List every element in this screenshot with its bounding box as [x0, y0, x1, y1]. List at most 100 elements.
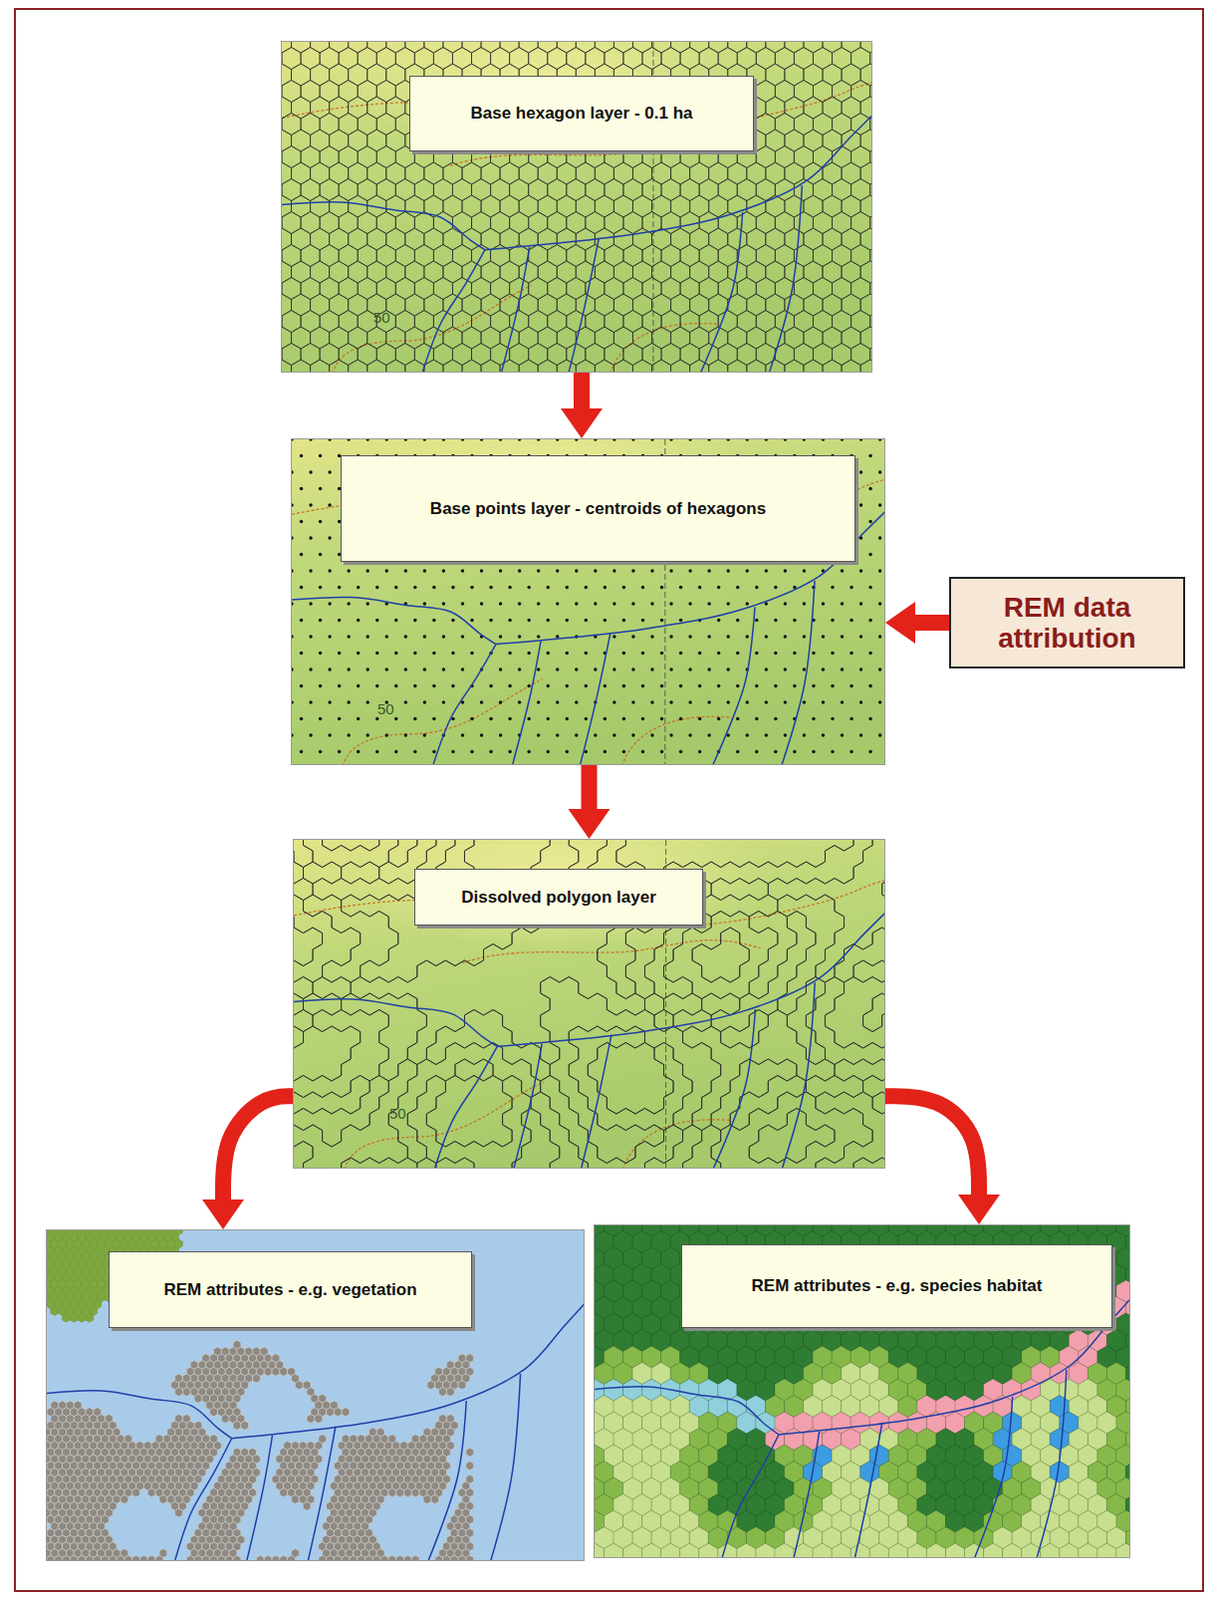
- centroid-point: [650, 634, 654, 638]
- hexagon: [357, 212, 377, 235]
- polygon-edge: [397, 933, 399, 945]
- polygon-edge: [331, 861, 342, 868]
- stream: [567, 238, 600, 372]
- hexagon: [338, 212, 358, 235]
- polygon-edge: [616, 861, 627, 868]
- centroid-point: [574, 667, 578, 671]
- hexagon: [357, 179, 377, 202]
- polygon-edge: [397, 839, 399, 846]
- hexagon: [623, 179, 643, 202]
- polygon-edge: [312, 911, 323, 918]
- hexagon: [851, 47, 871, 70]
- polygon-edge: [360, 845, 371, 852]
- hexagon: [575, 41, 595, 53]
- centroid-point: [660, 749, 664, 753]
- centroid-point: [413, 585, 417, 589]
- centroid-point: [432, 651, 436, 655]
- hexagon: [499, 41, 519, 53]
- polygon-edge: [786, 861, 797, 868]
- hexagon: [319, 179, 339, 202]
- hexagon: [462, 293, 482, 316]
- hexagon: [300, 80, 320, 103]
- centroid-point: [299, 552, 303, 556]
- hexagon: [832, 179, 852, 202]
- polygon-edge: [786, 927, 797, 934]
- hexagon: [803, 63, 823, 86]
- centroid-point: [868, 487, 872, 490]
- hexagon: [310, 41, 330, 53]
- polygon-edge: [805, 861, 816, 868]
- centroid-point: [480, 601, 484, 605]
- centroid-point: [423, 634, 427, 638]
- polygon-edge: [417, 960, 428, 967]
- polygon-edge: [378, 867, 380, 879]
- polygon-edge: [673, 861, 684, 868]
- polygon-edge: [388, 927, 399, 934]
- centroid-point: [717, 717, 721, 721]
- hexagon: [832, 80, 852, 103]
- contour-line: [462, 940, 760, 964]
- centroid-point: [565, 585, 569, 589]
- polygon-edge: [824, 850, 826, 862]
- polygon-edge: [776, 933, 778, 945]
- centroid-point: [346, 732, 350, 736]
- polygon-edge: [341, 861, 352, 868]
- centroid-point: [821, 732, 825, 736]
- centroid-point: [830, 717, 834, 721]
- hexagon: [755, 179, 775, 202]
- polygon-edge: [730, 894, 740, 901]
- hexagon: [841, 293, 861, 316]
- polygon-edge: [360, 960, 371, 967]
- polygon-edge: [350, 944, 361, 951]
- centroid-point: [356, 651, 360, 655]
- centroid-point: [308, 732, 312, 736]
- centroid-point: [840, 601, 844, 605]
- centroid-point: [291, 568, 294, 572]
- hexagon: [547, 212, 567, 235]
- centroid-point: [498, 667, 502, 671]
- centroid-point: [480, 732, 484, 736]
- hexagon: [367, 260, 387, 283]
- hexagon: [671, 293, 691, 316]
- hexagon: [310, 359, 330, 372]
- hexagon: [860, 326, 872, 349]
- polygon-edge: [834, 911, 845, 918]
- centroid-point: [308, 470, 312, 474]
- polygon-edge: [312, 949, 314, 961]
- centroid-point: [612, 634, 616, 638]
- hexagon: [319, 310, 339, 333]
- hexagon: [281, 80, 301, 103]
- polygon-edge: [388, 949, 390, 961]
- polygon-edge: [786, 944, 797, 951]
- hexagon: [537, 293, 557, 316]
- hexagon: [281, 212, 301, 235]
- polygon-edge: [331, 878, 342, 885]
- polygon-edge: [350, 845, 361, 852]
- hexagon: [452, 343, 472, 366]
- contour-label: 50: [373, 308, 391, 326]
- polygon-edge: [625, 960, 636, 967]
- polygon-edge: [331, 960, 342, 967]
- polygon-edge: [606, 927, 617, 934]
- hexagon: [452, 244, 472, 267]
- hexagon: [613, 162, 633, 185]
- polygon-edge: [360, 861, 371, 868]
- hexagon: [671, 228, 691, 250]
- polygon-edge: [767, 927, 778, 934]
- hexagon: [784, 326, 804, 349]
- hexagon: [414, 277, 434, 300]
- centroid-point: [337, 717, 341, 721]
- polygon-edge: [340, 867, 342, 879]
- hexagon: [300, 277, 320, 300]
- hexagon: [746, 260, 766, 283]
- centroid-point: [612, 732, 616, 736]
- polygon-edge: [882, 894, 885, 901]
- polygon-edge: [597, 944, 608, 951]
- centroid-point: [878, 439, 882, 442]
- hexagon: [300, 212, 320, 235]
- polygon-edge: [398, 878, 409, 885]
- hexagon-grid: [281, 41, 872, 372]
- hexagon: [736, 179, 756, 202]
- polygon-edge: [786, 894, 797, 901]
- polygon-edge: [341, 845, 352, 852]
